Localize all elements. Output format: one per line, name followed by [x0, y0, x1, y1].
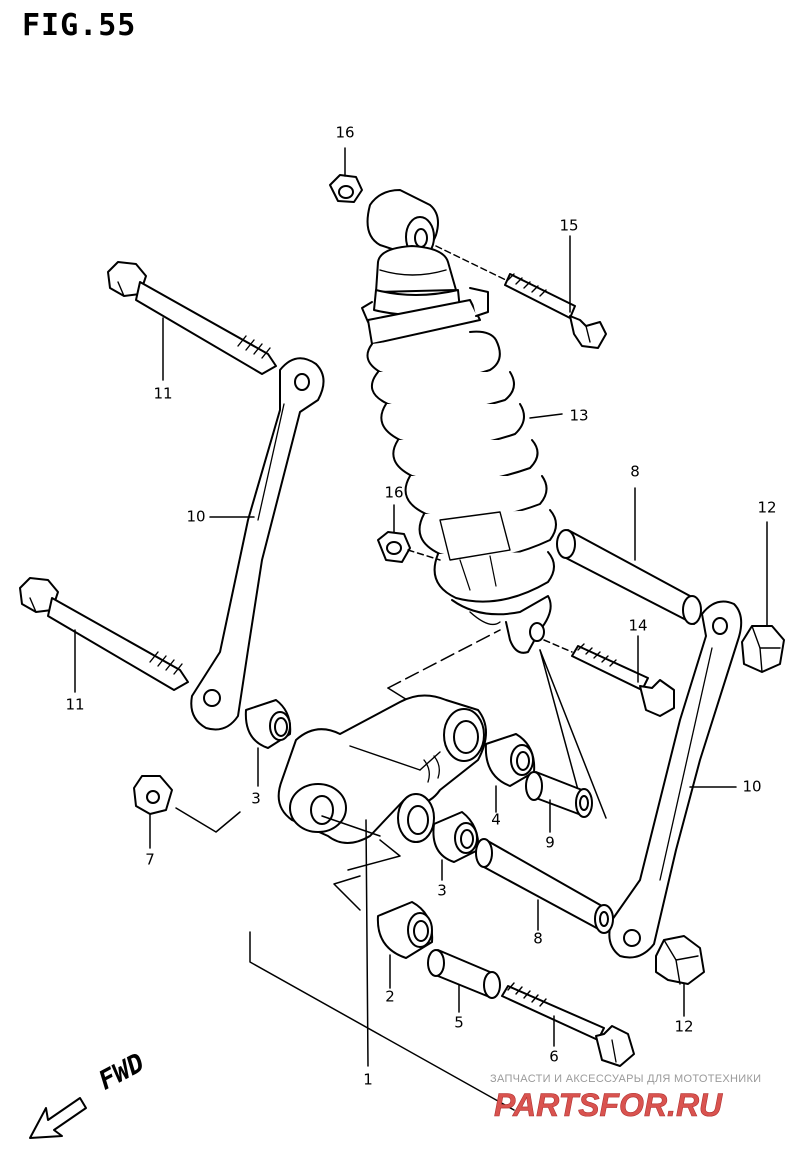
figure-title: FIG.55 [22, 8, 137, 43]
nut-12-top [741, 625, 785, 673]
callout-1[interactable]: 1 [363, 1070, 373, 1089]
nut-12-bottom [655, 935, 705, 985]
bearing-2 [376, 901, 434, 959]
cushion-lever-1 [277, 694, 487, 844]
callout-9[interactable]: 9 [545, 833, 555, 852]
bolt-6 [501, 982, 635, 1067]
watermark-logo-text: PARTSFOR.RU [494, 1087, 723, 1122]
bearing-3-lower [432, 811, 480, 863]
callout-6[interactable]: 6 [549, 1047, 559, 1066]
bolt-15 [435, 245, 607, 349]
callout-8-bottom[interactable]: 8 [533, 929, 543, 948]
watermark-logo: PARTSFOR.RU [494, 1087, 724, 1122]
watermark-tagline: ЗАПЧАСТИ И АКСЕССУАРЫ ДЛЯ МОТОТЕХНИКИ [490, 1073, 762, 1085]
callout-16-top[interactable]: 16 [335, 123, 355, 142]
nut-7 [133, 775, 241, 833]
callout-7[interactable]: 7 [145, 850, 155, 869]
sleeve-8-bottom [475, 838, 614, 934]
bolt-11-top [107, 261, 277, 375]
callout-8-top[interactable]: 8 [630, 462, 640, 481]
callout-12-top[interactable]: 12 [757, 498, 777, 517]
sleeve-8-top [556, 529, 702, 625]
callout-10-right[interactable]: 10 [742, 777, 762, 796]
callout-12-bottom[interactable]: 12 [674, 1017, 694, 1036]
callout-10-left[interactable]: 10 [186, 507, 206, 526]
callout-3-lower[interactable]: 3 [437, 881, 447, 900]
callout-16-middle[interactable]: 16 [384, 483, 404, 502]
shock-absorber-13 [361, 245, 557, 654]
callout-13[interactable]: 13 [569, 406, 589, 425]
link-rod-10-left [190, 357, 325, 731]
spacer-9 [525, 771, 593, 818]
spacer-5 [427, 949, 501, 999]
callout-14[interactable]: 14 [628, 616, 648, 635]
bearing-3-upper [244, 699, 292, 749]
callout-4[interactable]: 4 [491, 810, 501, 829]
bolt-14 [543, 639, 675, 717]
bolt-11-bottom [19, 577, 189, 691]
callout-2[interactable]: 2 [385, 987, 395, 1006]
callout-3-upper[interactable]: 3 [251, 789, 261, 808]
callout-11-top[interactable]: 11 [153, 384, 173, 403]
link-rod-10-right [608, 600, 743, 959]
callout-11-bottom[interactable]: 11 [65, 695, 85, 714]
callout-15[interactable]: 15 [559, 216, 579, 235]
fwd-arrow-icon [29, 1097, 87, 1139]
nut-16-middle [377, 531, 441, 563]
callout-5[interactable]: 5 [454, 1013, 464, 1032]
nut-16-top [329, 174, 363, 203]
